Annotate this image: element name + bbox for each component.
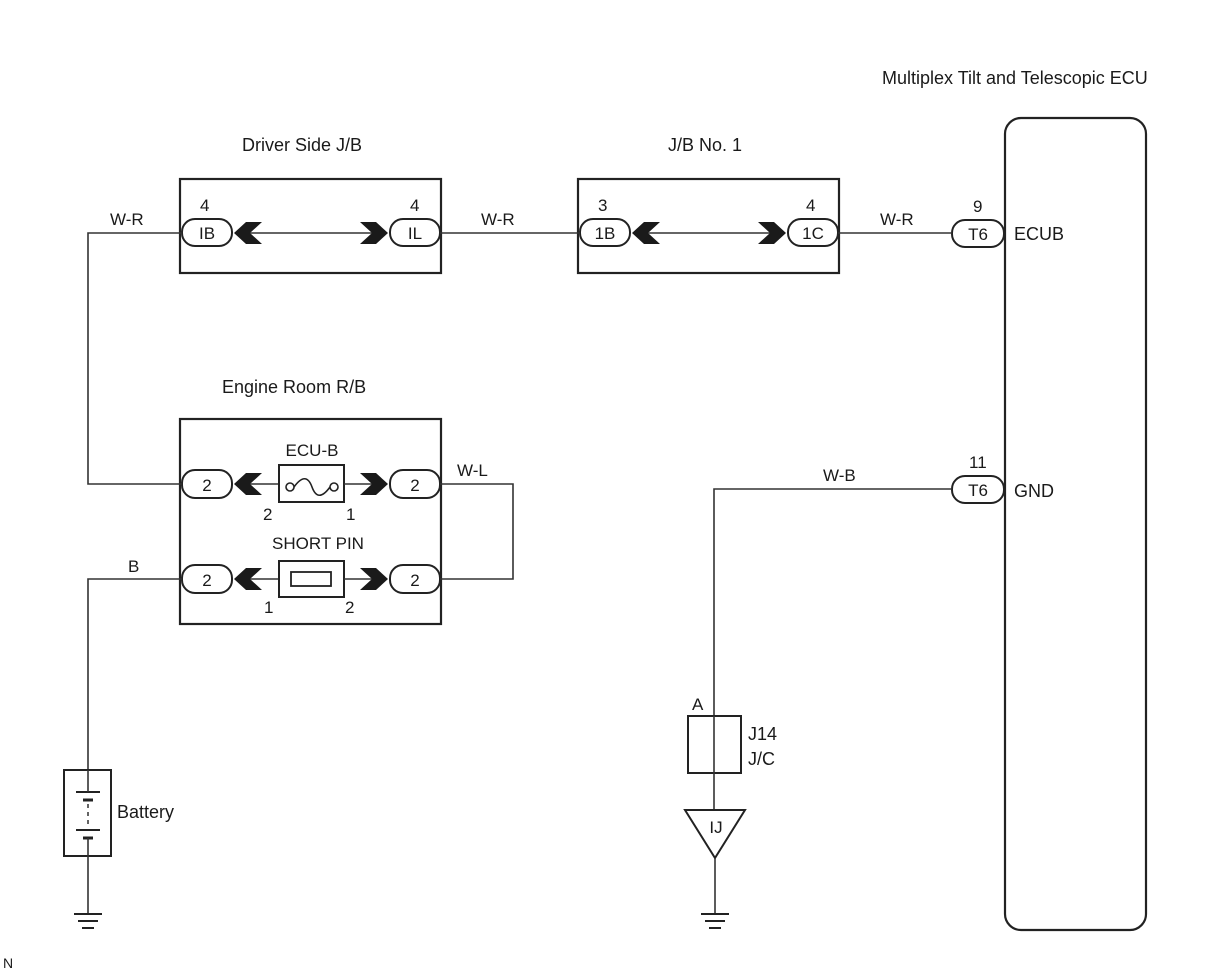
shortpin-label: SHORT PIN: [272, 534, 364, 553]
wire-wl-loop: [440, 483, 514, 580]
shortpin-body: [278, 560, 345, 598]
fuse-right-connector-label: 2: [410, 476, 419, 495]
engine-room-rb: Engine Room R/B ECU-B 2 2 2 1 SHORT PIN …: [178, 377, 443, 626]
wires: W-R W-R W-R W-L B W-B: [87, 210, 952, 770]
wire-b: [87, 578, 182, 770]
fuse-label: ECU-B: [286, 441, 339, 460]
fuse-right-arrowhead: [360, 473, 388, 495]
fuse-icon: [285, 477, 339, 497]
fuse-left-connector-label: 2: [202, 476, 211, 495]
jb1-left-connector-label: 1B: [595, 224, 616, 243]
shortpin-right-connector-label: 2: [410, 571, 419, 590]
jb1-title: J/B No. 1: [668, 135, 742, 155]
shortpin-pin-right: 2: [345, 598, 354, 617]
driver-side-jb: Driver Side J/B 4 IB 4 IL: [178, 135, 443, 275]
driver-jb-right-arrowhead: [360, 222, 388, 244]
driver-jb-right-pin-number: 4: [410, 196, 419, 215]
wire-label-wr3: W-R: [880, 210, 914, 229]
wire-wr-left: [87, 232, 182, 485]
shortpin-pin-left: 1: [264, 598, 273, 617]
wire-wb: [713, 488, 952, 716]
ecu-block: Multiplex Tilt and Telescopic ECU ECUB G…: [882, 68, 1148, 932]
junction-pin-label: A: [692, 695, 704, 714]
driver-jb-left-connector-label: IB: [199, 224, 215, 243]
shortpin-icon: [290, 571, 332, 587]
fuse-left-arrowhead: [234, 473, 262, 495]
junction-type: J/C: [748, 749, 775, 769]
wire-label-wl: W-L: [457, 461, 488, 480]
ground-point-label: IJ: [709, 818, 722, 837]
jb1-box: [576, 177, 841, 275]
ecu-ecub-pin-number: 9: [973, 197, 982, 216]
shortpin-left-connector-label: 2: [202, 571, 211, 590]
ecu-gnd-label: GND: [1014, 481, 1054, 501]
driver-jb-title: Driver Side J/B: [242, 135, 362, 155]
battery-ground-icon: [74, 913, 102, 929]
driver-jb-box: [178, 177, 443, 275]
ij-ground-icon: [701, 913, 729, 929]
wire-label-wr2: W-R: [481, 210, 515, 229]
wire-label-wr1: W-R: [110, 210, 144, 229]
battery-icon: [76, 770, 100, 856]
jb1-left-pin-number: 3: [598, 196, 607, 215]
junction-name: J14: [748, 724, 777, 744]
engine-rb-box: [178, 417, 443, 626]
driver-jb-left-pin-number: 4: [200, 196, 209, 215]
corner-mark: N: [3, 955, 13, 971]
shortpin-right-arrowhead: [360, 568, 388, 590]
ecu-gnd-connector-label: T6: [968, 481, 988, 500]
ecu-gnd-pin-number: 11: [969, 453, 987, 472]
wire-label-wb: W-B: [823, 466, 856, 485]
ecu-ecub-connector-label: T6: [968, 225, 988, 244]
wire-label-b: B: [128, 557, 139, 576]
ecu-ecub-label: ECUB: [1014, 224, 1064, 244]
junction-j14: A J14 J/C IJ: [683, 695, 777, 929]
jb1-left-arrowhead: [632, 222, 660, 244]
engine-rb-title: Engine Room R/B: [222, 377, 366, 397]
driver-jb-right-connector-label: IL: [408, 224, 422, 243]
ecu-box: [1003, 116, 1148, 932]
driver-jb-left-arrowhead: [234, 222, 262, 244]
jb1-right-pin-number: 4: [806, 196, 815, 215]
fuse-pin-right: 1: [346, 505, 355, 524]
jb-no-1: J/B No. 1 3 1B 4 1C: [576, 135, 841, 275]
ground-point-triangle: [683, 809, 747, 860]
battery: Battery: [63, 769, 174, 929]
jb1-right-arrowhead: [758, 222, 786, 244]
jb1-right-connector-label: 1C: [802, 224, 824, 243]
ecu-title: Multiplex Tilt and Telescopic ECU: [882, 68, 1148, 88]
fuse-pin-left: 2: [263, 505, 272, 524]
battery-label: Battery: [117, 802, 174, 822]
shortpin-left-arrowhead: [234, 568, 262, 590]
